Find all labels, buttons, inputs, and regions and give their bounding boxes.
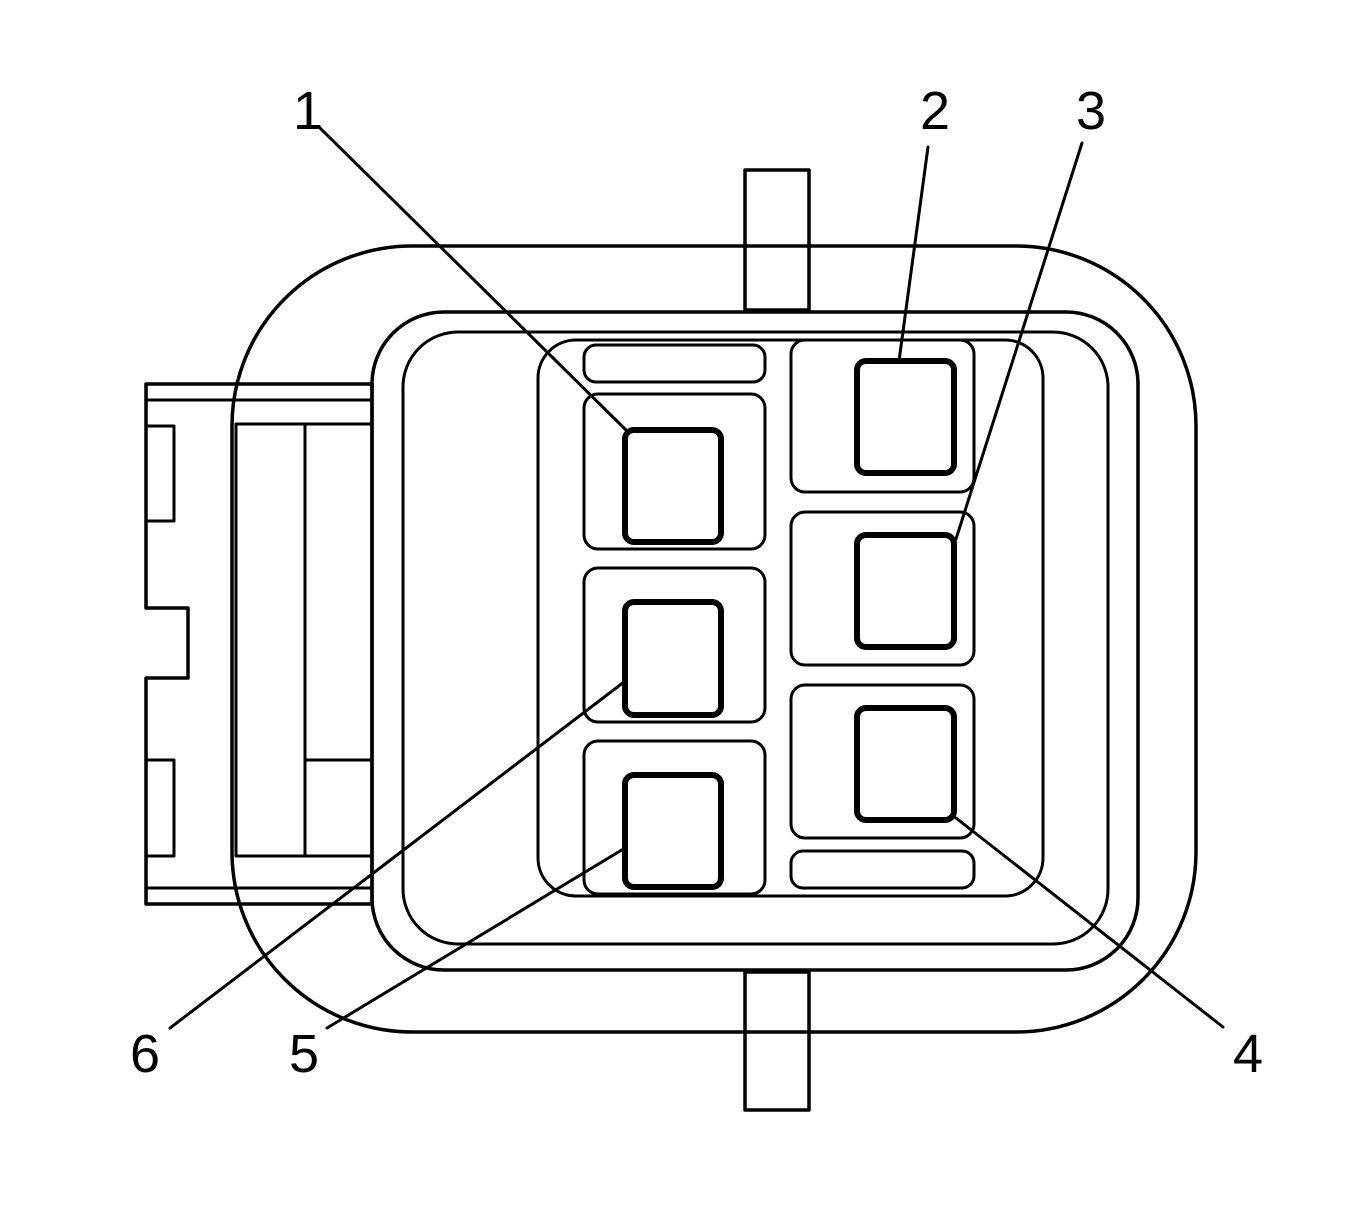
terminal-pin-4 xyxy=(854,705,957,823)
leader-line-5 xyxy=(325,846,627,1030)
pin-label-3: 3 xyxy=(1076,81,1106,141)
pin-label-1: 1 xyxy=(293,81,323,141)
shroud-ring-middle xyxy=(401,330,1110,946)
pin-label-4: 4 xyxy=(1233,1024,1263,1084)
leader-line-6 xyxy=(168,680,626,1030)
connector-outer-housing xyxy=(230,244,1198,1034)
bottom-locating-tab xyxy=(743,970,811,1112)
terminal-pin-6 xyxy=(622,599,724,718)
shroud-ring-inner xyxy=(536,338,1045,898)
pin-label-6: 6 xyxy=(130,1024,160,1084)
terminal-pin-2 xyxy=(854,358,957,476)
shroud-ring-outer xyxy=(370,310,1140,972)
leader-line-2 xyxy=(897,145,930,363)
terminal-pin-3 xyxy=(854,532,957,650)
leader-line-4 xyxy=(954,816,1225,1029)
locking-latch xyxy=(144,382,374,906)
top-locating-tab xyxy=(743,168,811,312)
pin-label-2: 2 xyxy=(920,81,950,141)
leader-line-3 xyxy=(954,141,1084,541)
pin-label-5: 5 xyxy=(289,1024,319,1084)
leader-line-1 xyxy=(318,126,628,432)
terminal-pin-1 xyxy=(622,427,724,545)
terminal-pin-5 xyxy=(622,772,724,890)
cavity-frames xyxy=(582,338,976,896)
